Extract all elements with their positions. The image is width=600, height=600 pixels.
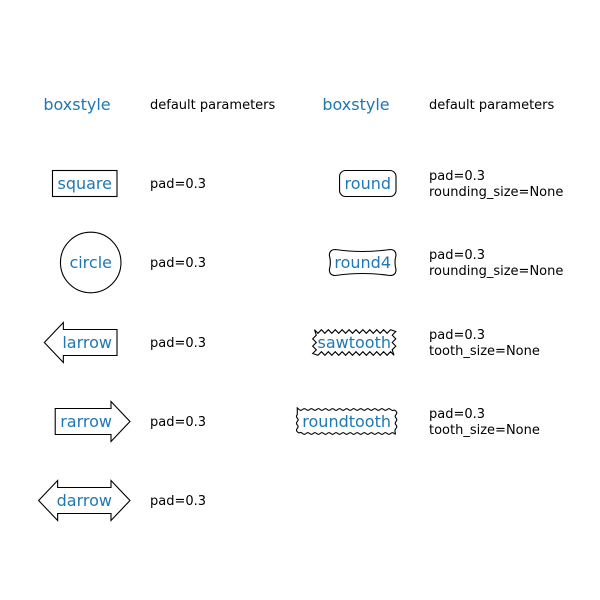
param-roundtooth-0: pad=0.3 (429, 407, 485, 422)
param-round4-0: pad=0.3 (429, 248, 485, 263)
column-2-header: boxstyle (322, 95, 389, 114)
param-rarrow-0: pad=0.3 (150, 415, 206, 430)
boxstyle-name-round: round (345, 174, 391, 193)
boxstyle-name-roundtooth: roundtooth (302, 412, 391, 431)
param-circle-0: pad=0.3 (150, 256, 206, 271)
boxstyle-name-circle: circle (69, 253, 112, 272)
boxstyle-name-darrow: darrow (57, 491, 112, 510)
boxstyle-row-darrow: darrow pad=0.3 (37, 479, 206, 522)
roundtooth-box-shape (295, 406, 398, 435)
boxstyle-name-rarrow: rarrow (60, 412, 112, 431)
boxstyle-name-larrow: larrow (62, 333, 112, 352)
boxstyle-row-circle: circle pad=0.3 (59, 231, 206, 294)
param-round-0: pad=0.3 (429, 169, 485, 184)
sawtooth-box-shape (311, 328, 397, 357)
boxstyle-row-rarrow: rarrow pad=0.3 (54, 400, 206, 443)
column-1-header: boxstyle (43, 95, 110, 114)
column-2-subheader: default parameters (429, 98, 555, 113)
boxstyle-name-sawtooth: sawtooth (318, 333, 392, 352)
boxstyle-row-larrow: larrow pad=0.3 (43, 321, 206, 364)
param-square-0: pad=0.3 (150, 177, 206, 192)
param-darrow-0: pad=0.3 (150, 494, 206, 509)
boxstyle-name-square: square (57, 174, 112, 193)
round-box-shape (338, 169, 397, 198)
param-sawtooth-0: pad=0.3 (429, 328, 485, 343)
round4-box-shape (328, 248, 397, 277)
circle-box-shape (59, 231, 122, 294)
rarrow-box-shape (54, 400, 131, 443)
param-larrow-0: pad=0.3 (150, 336, 206, 351)
darrow-box-shape (37, 479, 131, 522)
param-round4-1: rounding_size=None (429, 264, 563, 279)
boxstyle-name-round4: round4 (334, 253, 391, 272)
boxstyle-row-square: square pad=0.3 (51, 169, 206, 198)
param-round-1: rounding_size=None (429, 185, 563, 200)
param-roundtooth-1: tooth_size=None (429, 423, 540, 438)
param-sawtooth-1: tooth_size=None (429, 344, 540, 359)
square-box-shape (51, 169, 118, 198)
larrow-box-shape (43, 321, 118, 364)
column-1-subheader: default parameters (150, 98, 276, 113)
